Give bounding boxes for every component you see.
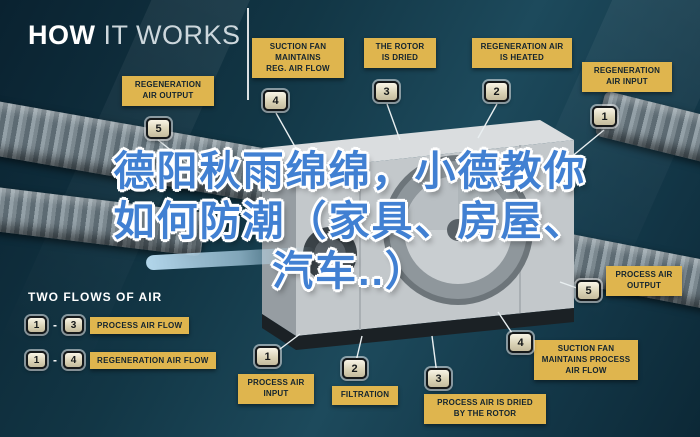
callout-badge-2-filtration: 2: [342, 358, 367, 379]
legend-title: TWO FLOWS OF AIR: [28, 290, 163, 304]
callout-label-regeneration-air-input: REGENERATION AIR INPUT: [582, 62, 672, 92]
overlay-line-2: 如何防潮（家具、房屋、: [113, 198, 587, 245]
callout-label-rotor-dried: THE ROTOR IS DRIED: [364, 38, 436, 68]
callout-label-regeneration-air-output: REGENERATION AIR OUTPUT: [122, 76, 214, 106]
callout-badge-1-process-air-input: 1: [255, 346, 280, 367]
callout-label-suction-fan-process: SUCTION FAN MAINTAINS PROCESS AIR FLOW: [534, 340, 638, 381]
legend-badge-start: 1: [26, 316, 47, 334]
callout-label-process-air-input: PROCESS AIR INPUT: [238, 374, 314, 404]
page-title: HOW IT WORKS: [28, 20, 241, 51]
title-divider: [247, 8, 249, 100]
legend-badge-start: 1: [26, 351, 47, 369]
legend-row-regeneration-air: 1 - 4 REGENERATION AIR FLOW: [26, 351, 216, 369]
callout-badge-2-regen-air-heated: 2: [484, 81, 509, 102]
legend-label-regeneration-air-flow: REGENERATION AIR FLOW: [90, 351, 216, 369]
callout-badge-4-suction-fan-reg: 4: [263, 90, 288, 111]
callout-badge-3-rotor-dried: 3: [374, 81, 399, 102]
page-title-bold: HOW: [28, 20, 96, 50]
legend-separator: -: [53, 318, 57, 332]
callout-badge-5-regeneration-air-output: 5: [146, 118, 171, 139]
page-title-light: IT WORKS: [103, 20, 241, 50]
overlay-line-1: 德阳秋雨绵绵，小德教你: [113, 148, 587, 194]
callout-badge-4-suction-fan-process: 4: [508, 332, 533, 353]
callout-badge-3-process-air-dried: 3: [426, 368, 451, 389]
callout-label-process-air-dried: PROCESS AIR IS DRIED BY THE ROTOR: [424, 394, 546, 424]
callout-label-filtration: FILTRATION: [332, 386, 398, 405]
overlay-line-3: 汽车..）: [272, 248, 428, 295]
callout-badge-1-regeneration-air-input: 1: [592, 106, 617, 127]
legend-row-process-air: 1 - 3 PROCESS AIR FLOW: [26, 316, 190, 334]
callout-label-regen-air-heated: REGENERATION AIR IS HEATED: [472, 38, 572, 68]
legend-badge-end: 4: [63, 351, 84, 369]
callout-badge-5-process-air-output: 5: [576, 280, 601, 301]
legend-badge-end: 3: [63, 316, 84, 334]
legend-separator: -: [53, 353, 57, 367]
callout-label-suction-fan-reg: SUCTION FAN MAINTAINS REG. AIR FLOW: [252, 38, 344, 79]
legend-label-process-air-flow: PROCESS AIR FLOW: [90, 316, 190, 334]
callout-label-process-air-output: PROCESS AIR OUTPUT: [606, 266, 682, 296]
chinese-overlay-text: 德阳秋雨绵绵，小德教你 如何防潮（家具、房屋、 汽车..）: [0, 146, 700, 296]
